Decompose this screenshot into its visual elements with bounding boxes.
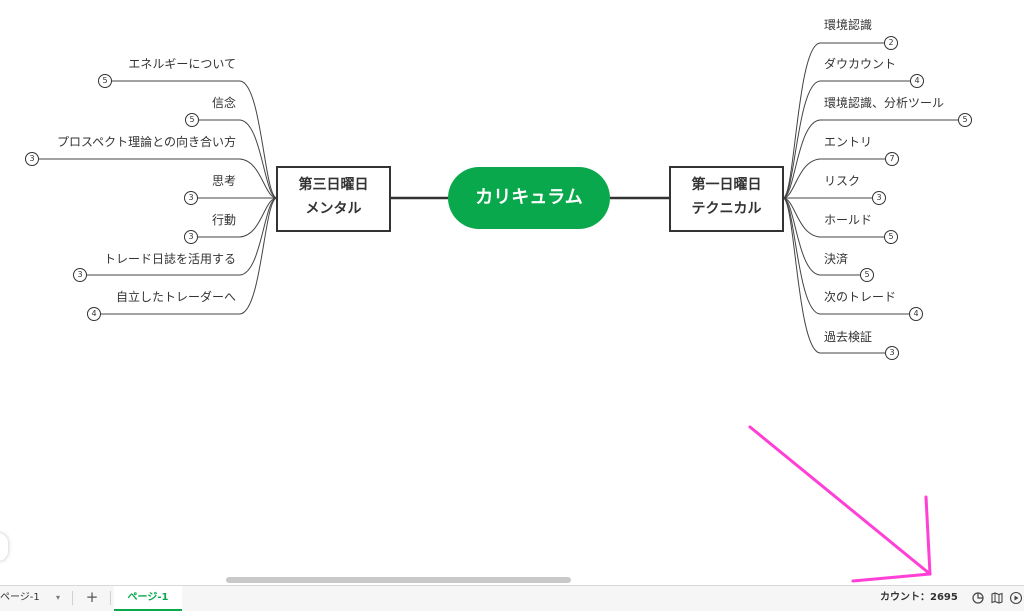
chevron-down-icon: ▾	[56, 593, 61, 602]
topic-count-badge[interactable]: 3	[184, 191, 198, 205]
topic-count-badge[interactable]: 3	[885, 346, 899, 360]
topic-count-badge[interactable]: 5	[98, 74, 112, 88]
topic-hold[interactable]: ホールド	[824, 213, 873, 227]
topic-dow-count[interactable]: ダウカウント	[824, 57, 897, 71]
topic-count-badge[interactable]: 7	[885, 152, 899, 166]
tab-page-1[interactable]: ページ-1	[114, 586, 182, 611]
sheet-select-label: ページ-1	[0, 592, 40, 603]
side-panel-handle[interactable]	[0, 533, 8, 561]
topic-action[interactable]: 行動	[211, 213, 236, 227]
topic-prospect-theory[interactable]: プロスペクト理論との向き合い方	[56, 135, 236, 149]
topic-count-badge[interactable]: 3	[872, 191, 886, 205]
sheet-select-dropdown[interactable]: ページ-1 ▾	[0, 586, 70, 610]
add-sheet-button[interactable]: +	[85, 588, 99, 606]
branch-technical-line1: 第一日曜日	[691, 177, 762, 193]
topic-entry[interactable]: エントリ	[824, 135, 873, 149]
word-count: カウント：2695	[880, 586, 958, 610]
horizontal-scrollbar[interactable]	[226, 577, 571, 583]
topic-backtest[interactable]: 過去検証	[824, 330, 873, 344]
topic-risk[interactable]: リスク	[824, 174, 861, 188]
branch-mental[interactable]: 第三日曜日 メンタル	[276, 166, 391, 232]
map-icon[interactable]	[990, 591, 1004, 605]
topic-next-trade[interactable]: 次のトレード	[824, 290, 897, 304]
topic-count-badge[interactable]: 5	[884, 230, 898, 244]
topic-count-badge[interactable]: 5	[185, 113, 199, 127]
annotation-arrow	[748, 425, 932, 583]
topic-count-badge[interactable]: 4	[909, 307, 923, 321]
divider	[72, 591, 73, 605]
branch-mental-line1: 第三日曜日	[298, 177, 369, 193]
branch-mental-line2: メンタル	[305, 201, 362, 217]
divider	[110, 591, 111, 605]
count-value: 2695	[930, 592, 958, 603]
topic-belief[interactable]: 信念	[211, 96, 236, 110]
count-label: カウント：	[880, 592, 930, 603]
topic-count-badge[interactable]: 3	[73, 268, 87, 282]
bottom-bar: ページ-1 ▾ + ページ-1 カウント：2695	[0, 585, 1024, 611]
topic-energy[interactable]: エネルギーについて	[128, 57, 236, 71]
topic-independent-trader[interactable]: 自立したトレーダーへ	[115, 290, 236, 304]
branch-technical-line2: テクニカル	[691, 201, 762, 217]
mindmap-canvas[interactable]: カリキュラム 第一日曜日 テクニカル 第三日曜日 メンタル 環境認識 2 ダウカ…	[0, 0, 1024, 585]
topic-count-badge[interactable]: 4	[87, 307, 101, 321]
play-icon[interactable]	[1009, 591, 1023, 605]
pie-chart-icon[interactable]	[971, 591, 985, 605]
topic-count-badge[interactable]: 3	[184, 230, 198, 244]
connector-lines	[33, 42, 965, 583]
central-topic[interactable]: カリキュラム	[448, 167, 610, 229]
topic-trade-journal[interactable]: トレード日誌を活用する	[103, 252, 236, 266]
branch-technical[interactable]: 第一日曜日 テクニカル	[669, 166, 784, 232]
topic-count-badge[interactable]: 5	[958, 113, 972, 127]
topic-kankyo-ninshiki[interactable]: 環境認識	[824, 18, 873, 32]
topic-count-badge[interactable]: 2	[884, 36, 898, 50]
topic-analysis-tools[interactable]: 環境認識、分析ツール	[824, 96, 945, 110]
topic-count-badge[interactable]: 4	[910, 74, 924, 88]
topic-count-badge[interactable]: 5	[860, 268, 874, 282]
topic-settlement[interactable]: 決済	[824, 252, 849, 266]
topic-count-badge[interactable]: 3	[25, 152, 39, 166]
topic-thinking[interactable]: 思考	[211, 174, 236, 188]
